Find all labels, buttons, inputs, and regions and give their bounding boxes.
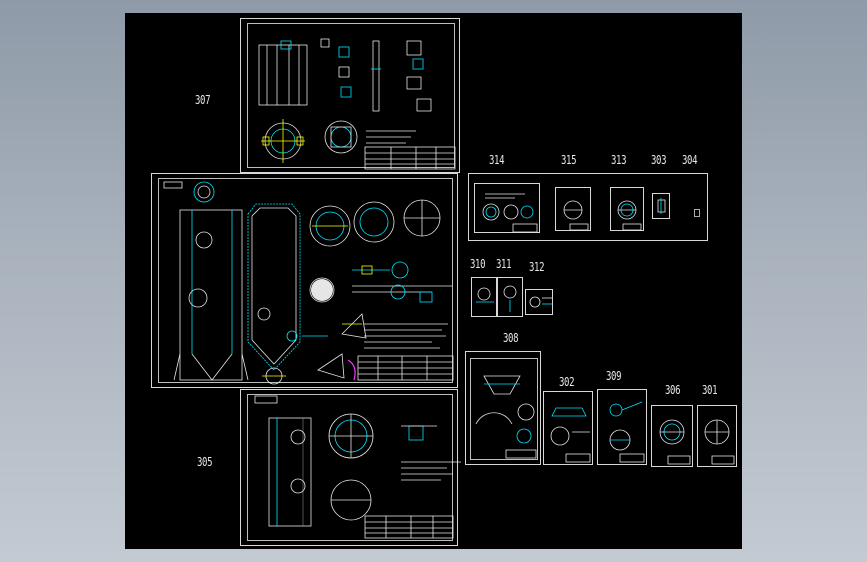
label-308: 308 (503, 331, 519, 345)
sheet-305[interactable] (240, 389, 461, 546)
label-315: 315 (561, 153, 577, 167)
sheet-305-drawing (254, 395, 461, 539)
label-310: 310 (470, 257, 486, 271)
sheet-311[interactable] (497, 277, 523, 317)
sheet-303[interactable] (652, 193, 670, 219)
sheet-group-314-304[interactable] (468, 173, 708, 241)
label-313: 313 (611, 153, 627, 167)
sheet-314-drawing (482, 193, 538, 233)
sheet-306-drawing (659, 419, 691, 465)
sheet-312[interactable] (525, 289, 553, 315)
sheet-304[interactable] (694, 209, 700, 217)
sheet-305-frame (247, 394, 453, 541)
sheet-main[interactable] (151, 173, 458, 388)
sheet-301-drawing (704, 419, 735, 465)
label-304: 304 (682, 153, 698, 167)
sheet-307-frame (247, 23, 455, 168)
sheet-308[interactable] (465, 351, 541, 465)
sheet-302[interactable] (543, 391, 593, 465)
label-305: 305 (197, 455, 213, 469)
sheet-302-drawing (550, 407, 591, 463)
sheet-main-frame (158, 178, 453, 383)
sheet-310-drawing (476, 287, 494, 303)
sheet-313[interactable] (610, 187, 644, 231)
sheet-303-drawing (657, 198, 666, 214)
label-301: 301 (702, 383, 718, 397)
label-311: 311 (496, 257, 512, 271)
label-307: 307 (195, 93, 211, 107)
label-312: 312 (529, 260, 545, 274)
sheet-312-drawing (529, 296, 552, 308)
label-309: 309 (606, 369, 622, 383)
label-303: 303 (651, 153, 667, 167)
sheet-311-drawing (503, 285, 517, 312)
sheet-309[interactable] (597, 389, 647, 465)
sheet-main-drawing (163, 181, 454, 385)
sheet-315[interactable] (555, 187, 591, 231)
sheet-313-drawing (617, 200, 642, 231)
label-302: 302 (559, 375, 575, 389)
sheet-307-drawing (258, 38, 456, 170)
label-314: 314 (489, 153, 505, 167)
sheet-301[interactable] (697, 405, 737, 467)
sheet-310[interactable] (471, 277, 497, 317)
sheet-306[interactable] (651, 405, 693, 467)
sheet-315-drawing (563, 200, 589, 231)
sheet-307[interactable] (240, 18, 460, 173)
sheet-314[interactable] (474, 183, 540, 233)
sheet-308-frame (470, 358, 538, 460)
sheet-308-drawing (475, 375, 537, 459)
label-306: 306 (665, 383, 681, 397)
cad-canvas[interactable]: 307 (125, 13, 742, 549)
sheet-309-drawing (609, 401, 645, 463)
